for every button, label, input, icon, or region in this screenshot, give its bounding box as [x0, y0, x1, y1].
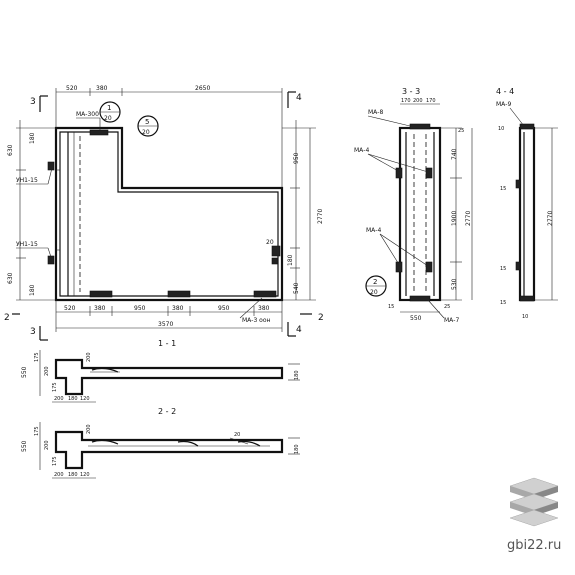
- s33-dim-right-5: 25: [444, 304, 450, 310]
- dim-top-2: 380: [96, 85, 108, 92]
- s33-label-ma4a: МА-4: [354, 147, 369, 154]
- s33-label-ma7: МА-7: [444, 317, 459, 324]
- s44-dim-2: 15: [500, 186, 506, 192]
- label-yh15-b: УН1-15: [16, 241, 38, 248]
- cut-2-left: 2: [4, 313, 10, 323]
- s11-dim-bot-3: 120: [80, 396, 90, 402]
- s33-dim-top-2: 200: [413, 98, 423, 104]
- s22-dim-right: 180: [294, 444, 300, 454]
- dim-bot-4: 380: [172, 305, 184, 312]
- dim-bot-1: 520: [64, 305, 76, 312]
- callout-2-top: 2: [373, 278, 377, 286]
- s22-dim-bot-2: 180: [68, 472, 78, 478]
- dim-left-4: 180: [29, 284, 36, 296]
- elevation-view: 520 380 2650 3 4 630 180 630 180 УН1-15 …: [4, 85, 324, 348]
- dim-right-3: 180: [287, 254, 294, 266]
- s11-dim-left-2: 175: [34, 352, 40, 362]
- s33-dim-right-2: 740: [451, 148, 458, 160]
- cut-4-top: 4: [296, 93, 302, 103]
- label-ma300: МА-300: [76, 111, 99, 118]
- s11-dim-bot-2: 180: [68, 396, 78, 402]
- s33-dim-right-3: 1900: [451, 211, 458, 226]
- s11-dim-mid: 200: [86, 352, 92, 362]
- callout-2-bottom: 20: [370, 289, 378, 296]
- dim-total: 3570: [158, 321, 173, 328]
- dim-left-1: 630: [7, 144, 14, 156]
- s22-dim-bot-3: 120: [80, 472, 90, 478]
- s33-dim-side: 2770: [465, 211, 472, 226]
- dim-right-4: 540: [293, 282, 300, 294]
- section-44-title: 4 - 4: [496, 87, 514, 96]
- s11-dim-bot-1: 200: [54, 396, 64, 402]
- dim-top-1: 520: [66, 85, 78, 92]
- section-33-view: 3 - 3 170 200 170 25 740 1900 530 25 550…: [354, 87, 473, 324]
- dim-right-2: 2770: [317, 209, 324, 224]
- section-44-view: 4 - 4 МА-9 2770 10 15 15 15 10: [496, 87, 558, 320]
- callout-5-top: 5: [145, 118, 149, 126]
- s33-dim-right-1: 25: [458, 128, 464, 134]
- s44-dim-3: 15: [500, 266, 506, 272]
- callout-1-bottom: 20: [104, 115, 112, 122]
- dim-top-3: 2650: [195, 85, 210, 92]
- s33-dim-top-3: 170: [426, 98, 436, 104]
- panel-outline: [54, 126, 284, 302]
- s11-dim-left-3: 200: [44, 366, 50, 376]
- dim-bot-6: 380: [258, 305, 270, 312]
- s22-dim-bot-1: 200: [54, 472, 64, 478]
- s33-dim-left: 15: [388, 304, 394, 310]
- label-20: 20: [266, 239, 274, 246]
- s33-dim-right-4: 530: [451, 278, 458, 290]
- dim-left-2: 180: [29, 132, 36, 144]
- s11-dim-left-4: 175: [52, 382, 58, 392]
- section-11-title: 1 - 1: [158, 339, 176, 348]
- s11-dim-right: 180: [294, 370, 300, 380]
- cut-3-top: 3: [30, 97, 36, 107]
- dim-bot-2: 380: [94, 305, 106, 312]
- s44-dim-1: 10: [498, 126, 504, 132]
- cut-4-bot: 4: [296, 325, 302, 335]
- s44-dim-total: 2770: [547, 211, 554, 226]
- s33-label-ma4b: МА-4: [366, 227, 381, 234]
- callout-1-top: 1: [107, 104, 111, 112]
- s33-dim-top-1: 170: [401, 98, 411, 104]
- section-33-title: 3 - 3: [402, 87, 420, 96]
- dim-bot-3: 950: [134, 305, 146, 312]
- section-11-view: 550 175 200 175 200 180 200 180 120: [21, 350, 300, 403]
- s44-dim-4: 15: [500, 300, 506, 306]
- s11-dim-left-1: 550: [21, 366, 28, 378]
- dim-bot-5: 950: [218, 305, 230, 312]
- s22-dim-left-1: 550: [21, 440, 28, 452]
- cut-2-right: 2: [318, 313, 324, 323]
- s22-dim-left-4: 175: [52, 456, 58, 466]
- embedded-part-top: [89, 129, 109, 136]
- label-yh15-a: УН1-15: [16, 177, 38, 184]
- s33-dim-bottom: 550: [410, 315, 422, 322]
- cut-3-bot: 3: [30, 327, 36, 337]
- s44-dim-5: 10: [522, 314, 528, 320]
- s44-label-ma9: МА-9: [496, 101, 511, 108]
- s22-dim-20: 20: [234, 432, 240, 438]
- callout-5-bottom: 20: [142, 129, 150, 136]
- s22-dim-left-3: 200: [44, 440, 50, 450]
- section-22-title: 2 - 2: [158, 407, 176, 416]
- s22-dim-mid: 200: [86, 424, 92, 434]
- label-ma3on: МА-3 оон: [242, 317, 271, 324]
- dim-left-3: 630: [7, 272, 14, 284]
- stacked-slabs-icon: [509, 477, 559, 527]
- watermark-site: gbi22.ru: [507, 538, 562, 553]
- dim-right-1: 950: [293, 152, 300, 164]
- section-22-view: 2 - 2 550 175 200 175 200 20 180 200 180…: [21, 407, 300, 479]
- s33-label-ma8: МА-8: [368, 109, 383, 116]
- s22-dim-left-2: 175: [34, 426, 40, 436]
